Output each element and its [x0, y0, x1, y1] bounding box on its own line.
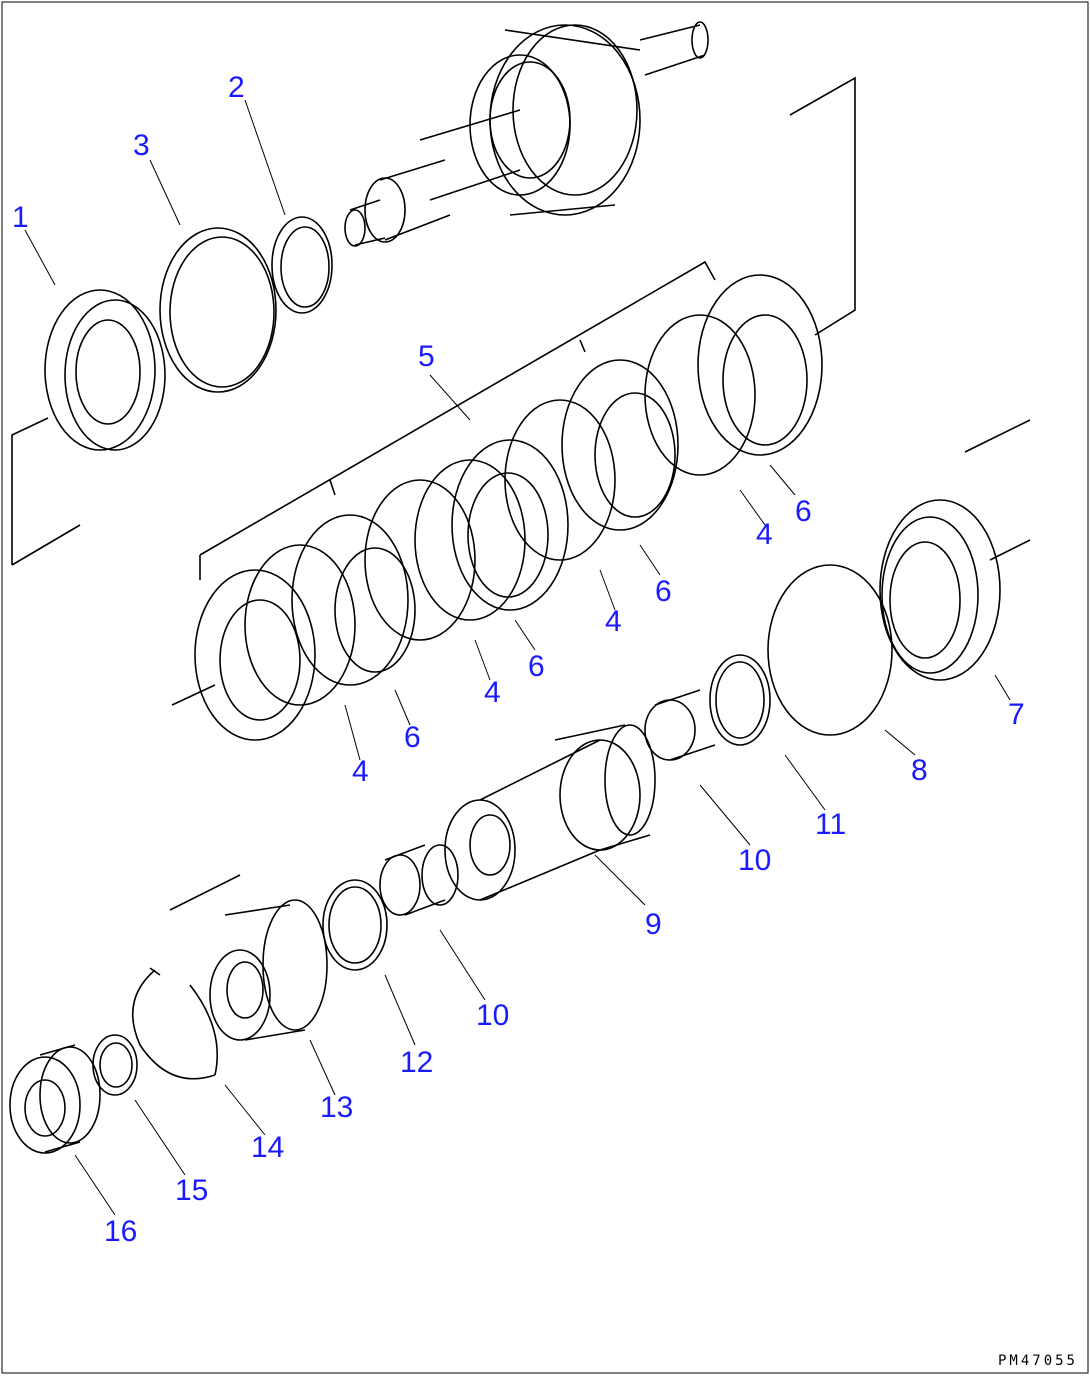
part-13-gear	[209, 899, 328, 1041]
part-label-10-b: 10	[476, 999, 510, 1032]
drawing-code: PM47055	[997, 1353, 1078, 1369]
part-12-ring	[322, 879, 388, 971]
part-11-ring	[709, 654, 771, 746]
part-label-5: 5	[418, 340, 435, 373]
part-label-4-c: 4	[484, 676, 501, 709]
part-9-hub	[444, 724, 656, 901]
part-14-snap-ring	[132, 967, 218, 1080]
part-label-15: 15	[175, 1174, 209, 1207]
part-label-13: 13	[320, 1091, 354, 1124]
part-label-10-a: 10	[738, 844, 772, 877]
part-label-16: 16	[104, 1215, 138, 1248]
part-3-ring	[159, 227, 277, 393]
part-2-ring	[271, 216, 333, 314]
part-label-8: 8	[911, 754, 928, 787]
part-7-piston	[879, 499, 1001, 681]
assembly-bracket-lines	[11, 76, 1031, 911]
part-label-6-d: 6	[404, 721, 421, 754]
part-label-4-d: 4	[352, 755, 369, 788]
part-label-4-b: 4	[605, 605, 622, 638]
part-label-6-b: 6	[655, 575, 672, 608]
part-16-bearing	[9, 1044, 101, 1154]
part-label-12: 12	[400, 1046, 434, 1079]
part-label-6-c: 6	[528, 650, 545, 683]
part-label-7: 7	[1008, 698, 1025, 731]
leader-lines	[24, 99, 1011, 1216]
part-label-4-a: 4	[756, 518, 773, 551]
part-8-snap-ring	[767, 564, 893, 736]
part-label-11: 11	[815, 808, 847, 841]
part-label-14: 14	[251, 1131, 285, 1164]
clutch-plate-stack	[194, 274, 823, 741]
part-label-9: 9	[645, 908, 662, 941]
part-label-6-a: 6	[795, 495, 812, 528]
part-label-2: 2	[228, 71, 245, 104]
output-shaft-with-clutch-drum	[344, 21, 709, 247]
part-10-bearing-lower	[379, 844, 459, 916]
part-label-1: 1	[12, 201, 29, 234]
part-label-3: 3	[133, 129, 150, 162]
part-10-bearing-upper	[644, 689, 716, 761]
part-1-retainer	[44, 289, 166, 451]
